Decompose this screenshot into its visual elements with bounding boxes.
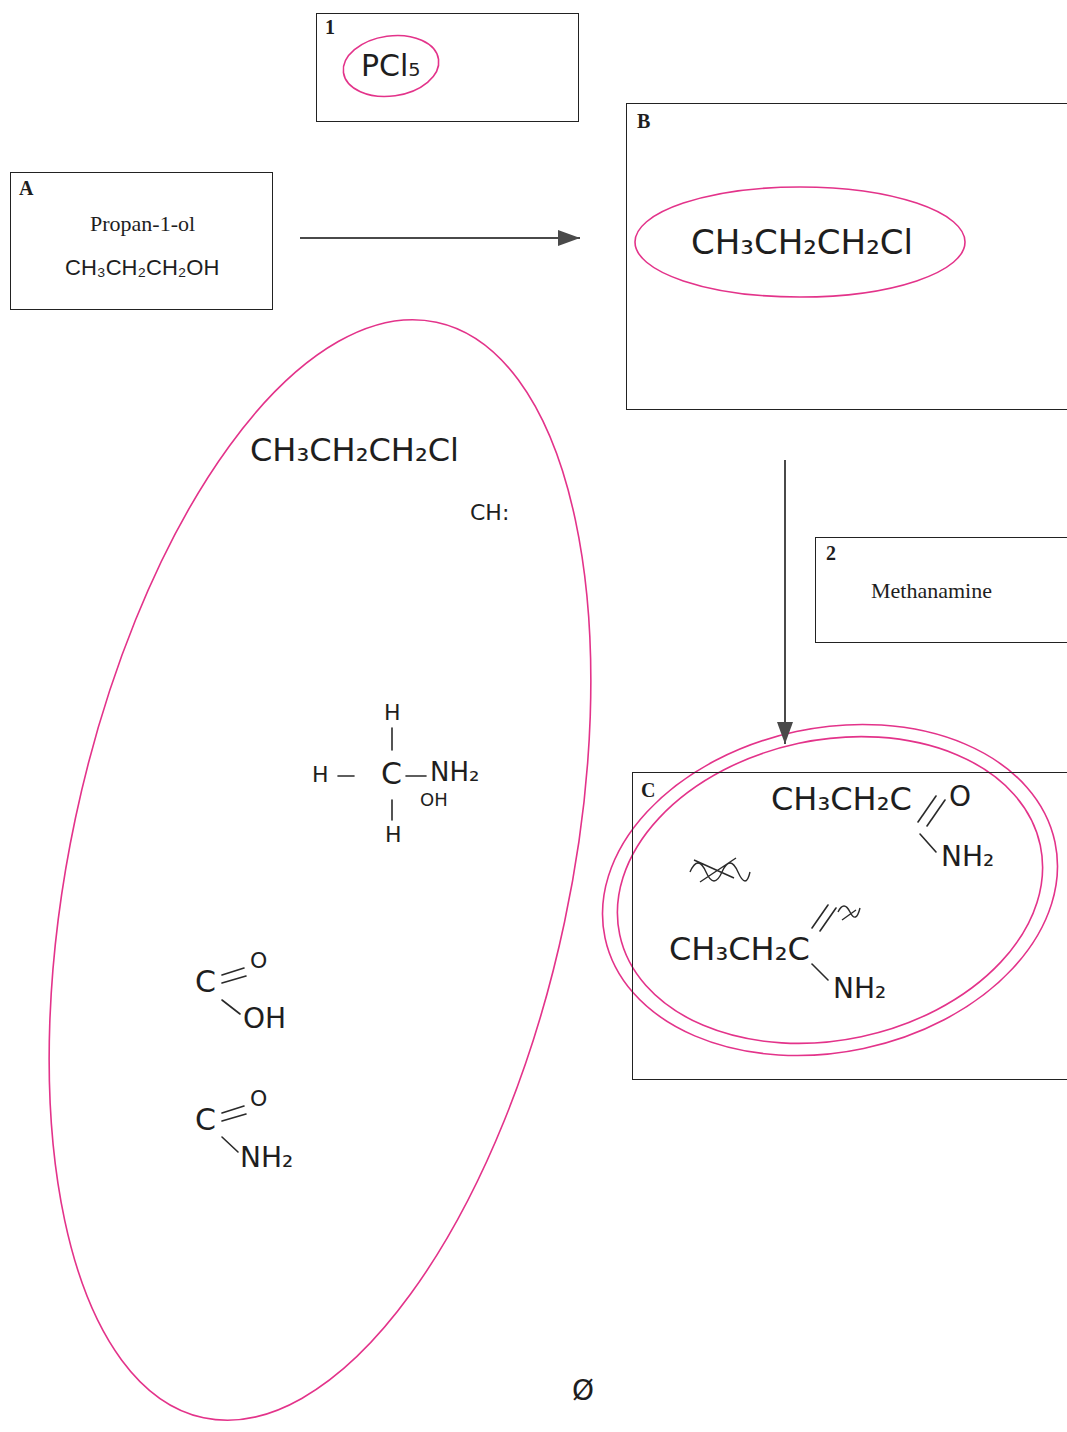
handwritten-formula: CH₃CH₂CH₂Cl [250,432,459,469]
handwritten-group: OH [243,1003,286,1035]
bond-lines [222,728,945,1152]
bond-line [391,728,393,750]
bond-line [222,976,246,983]
reagent-name: Methanamine [871,578,992,603]
reagent-box: 2Methanamine [815,537,1067,643]
handwritten-group: NH₂ [833,973,886,1005]
bond-line [406,775,426,777]
arrow-shaft [300,237,580,239]
handwritten-atom: O [250,1086,267,1111]
scribbles [690,858,860,920]
reaction-arrow [300,230,580,246]
bond-line [927,800,945,826]
handwritten-formula: CH₃CH₂C [771,781,912,818]
compound-formula: CH₃CH₂CH₂OH [65,255,219,280]
arrow-shaft [784,460,786,744]
box-number: 2 [826,542,836,565]
compound-name: Propan-1-ol [90,211,195,236]
bond-line [222,968,244,975]
bond-line [391,800,393,820]
bond-line [222,1114,246,1121]
arrow-head [777,722,793,744]
handwritten-reagent: PCl₅ [361,49,420,84]
bond-line [222,1106,244,1113]
reagent-box: 1PCl₅ [316,13,579,122]
scribble [690,858,750,882]
marker-circle [0,270,681,1432]
bond-line [820,908,836,931]
reaction-arrow [777,460,793,744]
bond-line [920,834,936,852]
handwritten-group: NH₂ [240,1142,293,1174]
bond-line [812,905,828,928]
handwritten-atom: H [384,700,401,725]
handwritten-atom: H [385,822,402,847]
product-box: C CH₃CH₂C O NH₂ CH₃CH₂C NH₂ [632,772,1067,1080]
marker-circle [635,187,965,297]
handwritten-formula: CH₃CH₂C [669,931,810,968]
handwritten-atom: O [949,781,971,813]
handwritten-formula: CH₃CH₂CH₂Cl [691,223,913,262]
box-letter: A [19,177,33,200]
handwritten-atom: C [195,1103,216,1138]
handwritten-group: NH₂ [941,841,994,873]
handwritten-mark: Ø [572,1375,594,1407]
box-letter: B [637,110,650,133]
marker-circle [571,684,1067,1097]
bond-line [812,964,828,980]
box-letter: C [641,779,655,802]
start-box: A Propan-1-olCH₃CH₂CH₂OH [10,172,273,310]
handwritten-group: NH₂ [430,758,479,788]
marker-circles [0,30,1067,1432]
bond-line [222,1137,238,1152]
handwritten-note: CH: [470,500,509,525]
bond-line [338,775,354,777]
marker-circle [589,699,1067,1082]
arrow-head [558,230,580,246]
marker-circle [339,30,442,103]
bond-line [222,1000,240,1014]
handwritten-atom: H [312,762,329,787]
handwritten-group: OH [420,790,448,811]
scribble [838,906,860,920]
box-number: 1 [325,16,335,39]
handwritten-atom: C [195,965,216,1000]
handwritten-atom: C [381,757,402,792]
handwritten-atom: O [250,948,267,973]
product-box: B CH₃CH₂CH₂Cl [626,103,1067,410]
